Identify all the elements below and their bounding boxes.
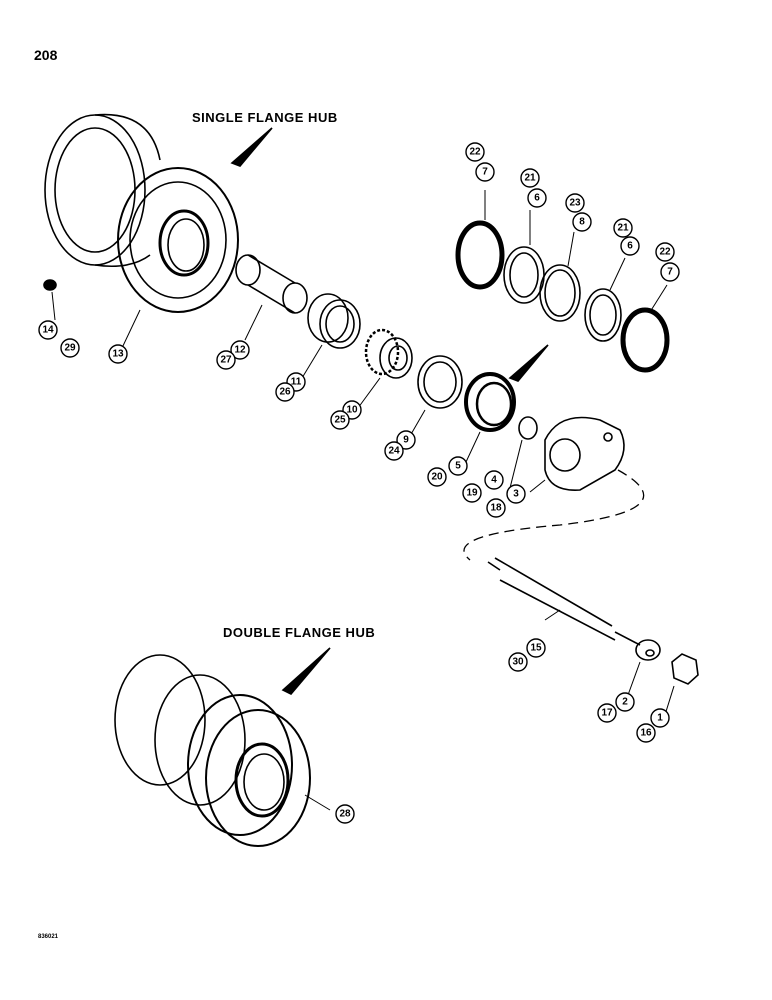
- callout-label: 14: [42, 325, 54, 336]
- callout-22: 22: [655, 242, 675, 262]
- washer-part: [635, 639, 661, 661]
- callout-9: 9: [396, 430, 416, 450]
- callout-label: 1: [657, 713, 663, 724]
- callout-label: 6: [534, 193, 540, 204]
- callout-18: 18: [486, 498, 506, 518]
- callout-label: 16: [640, 728, 652, 739]
- callout-4: 4: [484, 470, 504, 490]
- bearing-cone-part: [364, 328, 413, 379]
- callout-7: 7: [660, 262, 680, 282]
- callout-12: 12: [230, 340, 250, 360]
- callout-label: 21: [617, 223, 629, 234]
- callout-label: 7: [482, 167, 488, 178]
- callout-label: 24: [388, 446, 400, 457]
- callout-label: 13: [112, 349, 124, 360]
- callout-label: 5: [455, 461, 461, 472]
- end-collar-part: [544, 416, 625, 491]
- callout-label: 12: [234, 345, 246, 356]
- callout-label: 21: [524, 173, 536, 184]
- callout-19: 19: [462, 483, 482, 503]
- figure-code: 836021: [38, 934, 59, 940]
- callout-1: 1: [650, 708, 670, 728]
- plug-part: [43, 279, 57, 291]
- double-flange-hub-title: DOUBLE FLANGE HUB: [223, 625, 376, 640]
- callout-16: 16: [636, 723, 656, 743]
- single-title-pointer: [230, 127, 273, 167]
- callout-29: 29: [60, 338, 80, 358]
- double-flange-hub: [114, 654, 311, 847]
- callout-label: 25: [334, 415, 346, 426]
- callout-21: 21: [520, 168, 540, 188]
- callout-label: 18: [490, 503, 502, 514]
- shaft-part: [487, 557, 641, 646]
- callout-label: 15: [530, 643, 542, 654]
- callout-label: 27: [220, 355, 232, 366]
- callout-15: 15: [526, 638, 546, 658]
- callout-17: 17: [597, 703, 617, 723]
- callout-label: 19: [466, 488, 478, 499]
- callout-13: 13: [108, 344, 128, 364]
- bearing-cup-part: [307, 293, 361, 349]
- o-ring-part: [518, 416, 538, 440]
- callout-6: 6: [620, 236, 640, 256]
- callout-27: 27: [216, 350, 236, 370]
- single-flange-hub: [44, 113, 239, 313]
- single-flange-hub-title: SINGLE FLANGE HUB: [192, 110, 338, 125]
- callout-25: 25: [330, 410, 350, 430]
- callout-label: 22: [469, 147, 481, 158]
- callout-label: 23: [569, 198, 581, 209]
- callout-label: 17: [601, 708, 613, 719]
- callout-28: 28: [335, 804, 355, 824]
- callout-2: 2: [615, 692, 635, 712]
- callout-label: 11: [291, 377, 302, 388]
- callout-14: 14: [38, 320, 58, 340]
- callout-8: 8: [572, 212, 592, 232]
- callout-26: 26: [275, 382, 295, 402]
- callout-24: 24: [384, 441, 404, 461]
- page-number: 208: [34, 47, 58, 63]
- callout-label: 22: [659, 247, 671, 258]
- double-title-pointer: [281, 647, 331, 695]
- callout-label: 4: [491, 475, 497, 486]
- nut-part: [671, 653, 699, 685]
- callout-21: 21: [613, 218, 633, 238]
- assembly-path: [463, 469, 645, 561]
- callout-label: 20: [431, 472, 443, 483]
- callout-label: 30: [512, 657, 524, 668]
- seal-stack-top: [455, 220, 670, 373]
- callout-30: 30: [508, 652, 528, 672]
- ring-part: [417, 355, 463, 409]
- callout-22: 22: [465, 142, 485, 162]
- callout-label: 7: [667, 267, 673, 278]
- callout-23: 23: [565, 193, 585, 213]
- callout-label: 10: [346, 405, 358, 416]
- callout-label: 28: [339, 809, 351, 820]
- callout-label: 2: [622, 697, 628, 708]
- callout-label: 26: [279, 387, 291, 398]
- callout-label: 3: [513, 489, 519, 500]
- seal-part: [464, 372, 516, 432]
- callout-20: 20: [427, 467, 447, 487]
- seal-pointer: [508, 344, 549, 382]
- callout-label: 6: [627, 241, 633, 252]
- callout-label: 8: [579, 217, 585, 228]
- callout-7: 7: [475, 162, 495, 182]
- callout-label: 9: [403, 435, 409, 446]
- callout-3: 3: [506, 484, 526, 504]
- callout-5: 5: [448, 456, 468, 476]
- callout-6: 6: [527, 188, 547, 208]
- callout-label: 29: [64, 343, 76, 354]
- bushing-part: [235, 254, 308, 314]
